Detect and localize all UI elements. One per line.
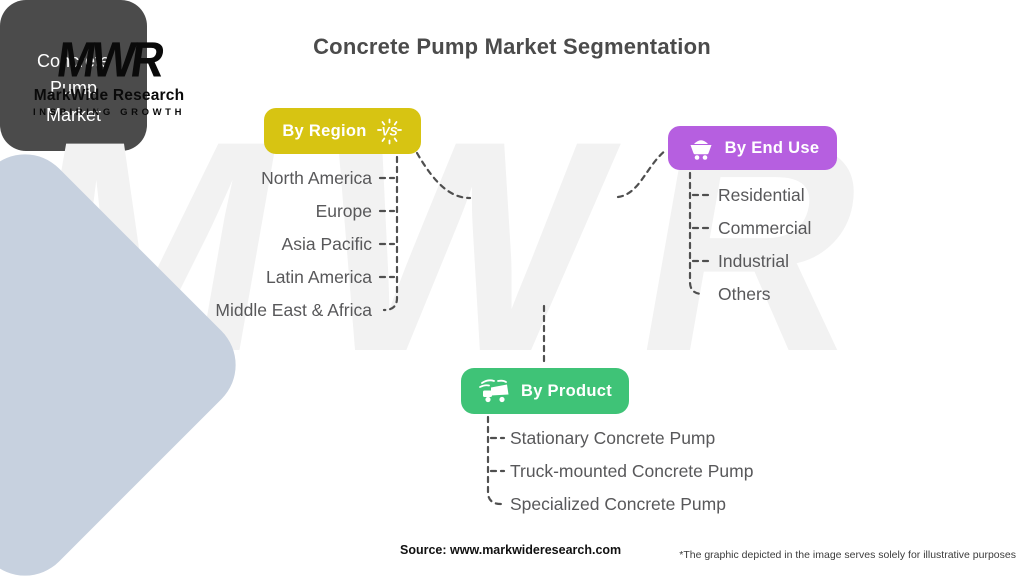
svg-text:VS: VS: [381, 124, 397, 138]
by-product-label: By Product: [520, 381, 612, 400]
truck-icon: [478, 378, 512, 404]
product-item-truck-mounted: Truck-mounted Concrete Pump: [510, 461, 754, 481]
page-title: Concrete Pump Market Segmentation: [313, 34, 711, 59]
enduse-item-commercial: Commercial: [718, 218, 812, 238]
enduse-spine: [688, 171, 705, 296]
product-ticks: [489, 436, 506, 473]
category-node-by-product: By Product: [461, 368, 629, 414]
product-item-specialized: Specialized Concrete Pump: [510, 494, 726, 514]
enduse-item-others: Others: [718, 284, 771, 304]
disclaimer-text: *The graphic depicted in the image serve…: [679, 549, 1016, 561]
category-node-by-end-use: By End Use: [668, 126, 837, 170]
logo-tagline: INSPIRING GROWTH: [32, 106, 186, 118]
link-center-enduse: [616, 148, 668, 199]
link-center-region: [415, 151, 472, 200]
central-node-label: Concrete Pump Market: [36, 51, 111, 125]
region-item-asia-pacific: Asia Pacific: [281, 234, 372, 254]
product-item-stationary: Stationary Concrete Pump: [510, 428, 716, 448]
enduse-item-industrial: Industrial: [718, 251, 790, 271]
enduse-ticks: [691, 193, 712, 263]
product-spine: [486, 415, 503, 506]
source-text: Source: www.markwideresearch.com: [400, 543, 622, 557]
category-node-by-region: By Region VS: [264, 108, 421, 154]
region-spine: [382, 155, 399, 312]
region-item-middle-east-africa: Middle East & Africa: [215, 300, 372, 320]
by-region-label: By Region: [282, 121, 367, 140]
by-end-use-label: By End Use: [724, 138, 820, 157]
region-item-europe: Europe: [315, 201, 372, 221]
cart-icon: [686, 136, 716, 161]
central-node-concrete-pump-market: Concrete Pump Market: [0, 0, 147, 151]
enduse-item-residential: Residential: [718, 185, 805, 205]
region-item-latin-america: Latin America: [265, 267, 372, 287]
vs-icon: VS: [376, 118, 403, 145]
logo-company-name: MarkWide Research: [33, 86, 185, 104]
region-ticks: [378, 176, 396, 279]
markwide-logo: MWR MarkWide Research INSPIRING GROWTH: [26, 31, 192, 118]
region-item-north-america: North America: [261, 168, 372, 188]
